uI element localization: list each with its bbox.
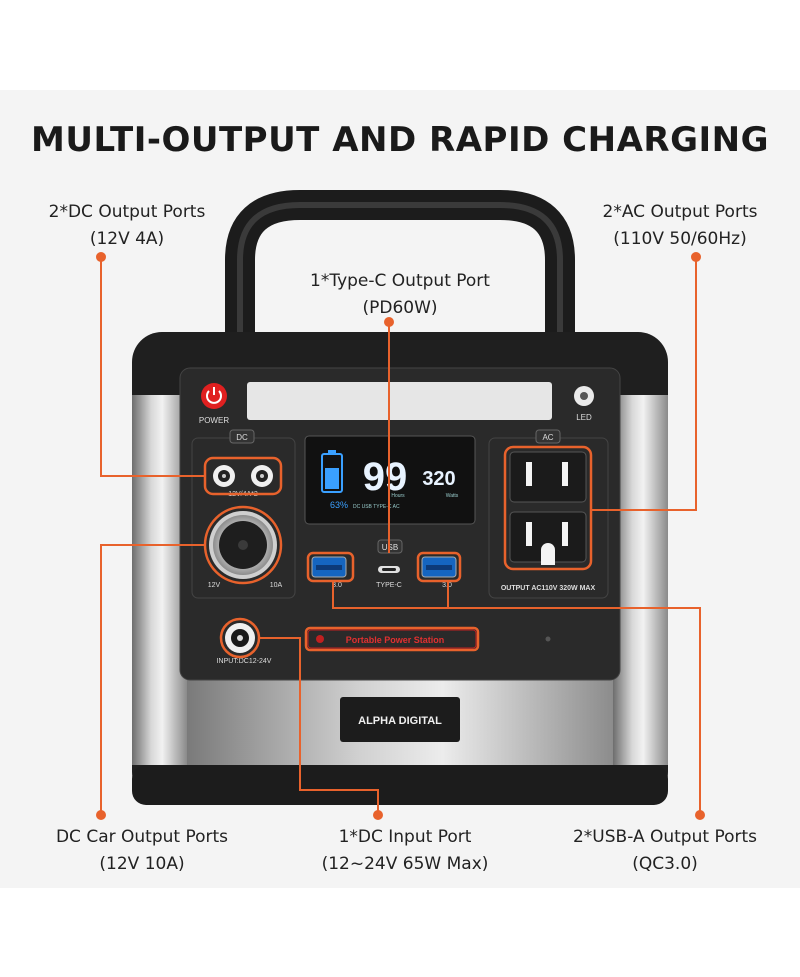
sensor-dot (545, 636, 551, 642)
dc-input-port[interactable] (225, 623, 255, 653)
usb-a-port-left[interactable] (311, 556, 347, 578)
ac-rating-label: OUTPUT AC110V 320W MAX (501, 585, 596, 592)
page-title: MULTI-OUTPUT AND RAPID CHARGING (31, 120, 769, 160)
callout-dc-car-line1: DC Car Output Ports (55, 827, 229, 847)
callout-dc-output-line1: 2*DC Output Ports (48, 202, 206, 222)
callout-ac-output-line2: (110V 50/60Hz) (613, 229, 747, 249)
brand-plate (340, 697, 460, 742)
led-button[interactable] (574, 386, 594, 406)
screen-watts-label: Watts (446, 493, 459, 499)
screen-hours-value: 99 (363, 455, 408, 499)
dc-output-port-left[interactable] (213, 465, 235, 487)
screen-percent-number: 63 (330, 500, 340, 510)
light-bar (247, 382, 552, 420)
battery-icon (321, 450, 343, 493)
callout-dc-output-line2: (12V 4A) (89, 229, 165, 249)
callout-dc-car-line2: (12V 10A) (99, 854, 185, 874)
screen-percent-value: 63% (330, 500, 348, 510)
dc-badge-text: DC (236, 433, 248, 442)
callout-usba-line2: (QC3.0) (632, 854, 698, 874)
power-button[interactable] (201, 383, 227, 409)
brand-name: ALPHA DIGITAL (358, 715, 442, 727)
led-label: LED (576, 413, 592, 422)
callout-typec-output: 1*Type-C Output Port (PD60W) (270, 268, 530, 322)
ac-badge (535, 429, 561, 444)
screen-status-row: DC USB TYPE-C AC (353, 504, 400, 510)
power-label: POWER (199, 416, 229, 425)
dc-output-port-right[interactable] (251, 465, 273, 487)
callout-dc-output: 2*DC Output Ports (12V 4A) (22, 199, 232, 253)
ac-outlet-top[interactable] (509, 451, 587, 503)
portable-label: Portable Power Station (346, 635, 445, 645)
screen-percent-unit: % (340, 500, 348, 510)
callout-typec-line2: (PD60W) (362, 298, 438, 318)
screen-hours-label: Hours (391, 493, 405, 499)
callout-dc-car-output: DC Car Output Ports (12V 10A) (22, 824, 262, 878)
right-side-panel (613, 395, 668, 765)
screen-watts-value: 320 (422, 468, 455, 490)
car-port-current: 10A (270, 582, 283, 589)
left-side-panel (132, 395, 187, 765)
callout-ac-output: 2*AC Output Ports (110V 50/60Hz) (570, 199, 790, 253)
callout-usba-line1: 2*USB-A Output Ports (572, 827, 758, 847)
dc-badge (229, 429, 255, 444)
bolt-icon (316, 635, 324, 643)
callout-dc-input: 1*DC Input Port (12~24V 65W Max) (285, 824, 525, 878)
usb-left-label: 3.0 (332, 582, 342, 589)
callout-typec-line1: 1*Type-C Output Port (310, 271, 490, 291)
portable-label-box (307, 629, 477, 649)
ac-outlet-bottom[interactable] (509, 511, 587, 565)
car-port-voltage: 12V (208, 582, 221, 589)
usb-a-port-right[interactable] (421, 556, 457, 578)
input-label: INPUT:DC12-24V (217, 658, 272, 665)
ac-badge-text: AC (542, 433, 553, 442)
callout-ac-output-line1: 2*AC Output Ports (602, 202, 758, 222)
type-c-port[interactable] (378, 566, 400, 573)
device-base (132, 765, 668, 805)
callout-endpoints (96, 252, 705, 820)
callout-dc-input-line2: (12~24V 65W Max) (321, 854, 489, 874)
callout-leader-lines (100, 257, 701, 815)
type-c-label: TYPE-C (376, 582, 402, 589)
callout-dc-input-line1: 1*DC Input Port (338, 827, 472, 847)
car-output-port[interactable] (209, 511, 277, 579)
carry-handle (225, 190, 575, 355)
callout-usba-output: 2*USB-A Output Ports (QC3.0) (545, 824, 785, 878)
